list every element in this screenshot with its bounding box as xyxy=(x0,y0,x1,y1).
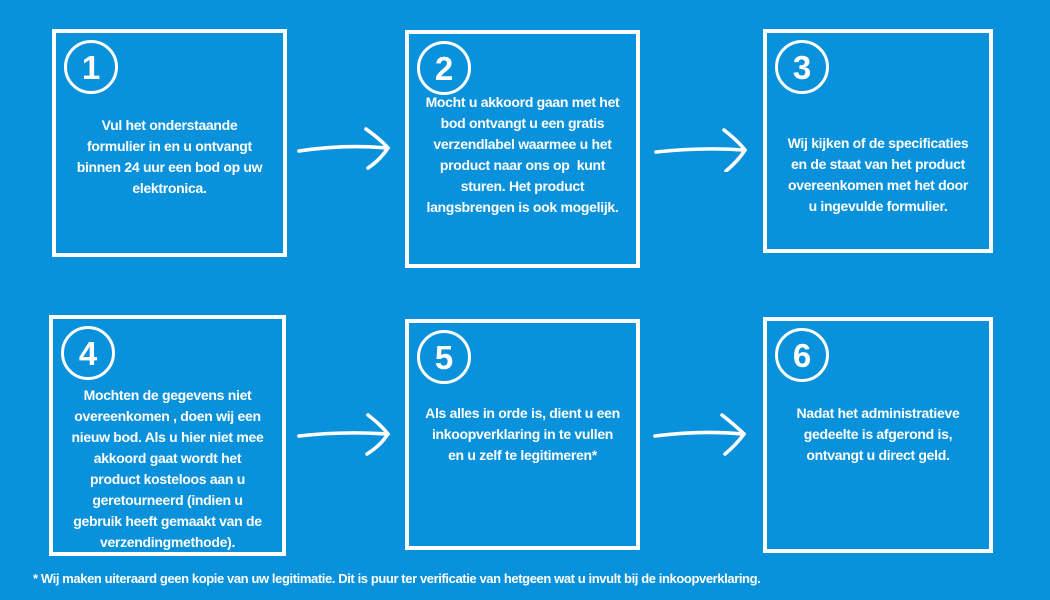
legitimation-footnote: * Wij maken uiteraard geen kopie van uw … xyxy=(33,571,761,586)
step-number: 1 xyxy=(81,48,101,86)
step-description: Mochten de gegevens niet overeenkomen , … xyxy=(71,387,264,550)
step-number: 5 xyxy=(434,338,454,376)
step-description: Vul het onderstaande formulier in en u o… xyxy=(76,117,263,196)
step-box-5: 5 Als alles in orde is, dient u een inko… xyxy=(405,319,640,550)
step-number-badge: 5 xyxy=(417,330,471,384)
step-number-badge: 3 xyxy=(775,40,829,94)
flow-arrow-right-icon xyxy=(653,413,746,456)
step-description: Nadat het administratieve gedeelte is af… xyxy=(796,405,960,463)
step-number: 6 xyxy=(792,336,812,374)
flow-arrow-right-icon xyxy=(654,128,747,172)
step-description: Als alles in orde is, dient u een inkoop… xyxy=(425,405,620,463)
step-box-3: 3 Wij kijken of de specificaties en de s… xyxy=(763,29,993,253)
step-box-6: 6 Nadat het administratieve gedeelte is … xyxy=(763,317,993,553)
step-number: 4 xyxy=(78,334,98,372)
flow-arrow-right-icon xyxy=(297,413,390,456)
step-number-badge: 1 xyxy=(64,40,118,94)
flow-arrow-right-icon xyxy=(297,127,390,170)
step-description: Mocht u akkoord gaan met het bod ontvang… xyxy=(425,94,620,215)
step-number-badge: 2 xyxy=(417,41,471,95)
step-number: 3 xyxy=(792,48,812,86)
step-number-badge: 6 xyxy=(775,328,829,382)
step-number: 2 xyxy=(434,49,454,87)
step-description: Wij kijken of de specificaties en de sta… xyxy=(787,135,969,214)
step-number-badge: 4 xyxy=(61,326,115,380)
step-box-2: 2 Mocht u akkoord gaan met het bod ontva… xyxy=(405,30,640,268)
step-box-4: 4 Mochten de gegevens niet overeenkomen … xyxy=(49,315,286,556)
step-box-1: 1 Vul het onderstaande formulier in en u… xyxy=(52,29,287,257)
